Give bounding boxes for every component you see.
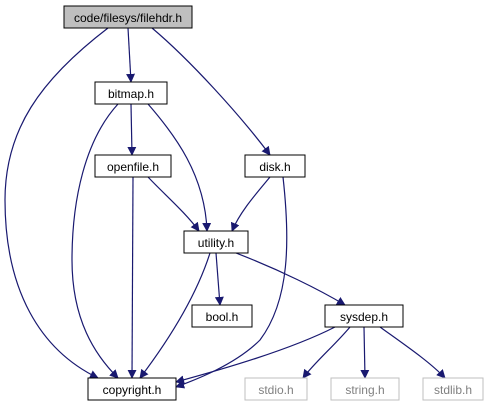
node-box	[183, 230, 249, 254]
node-copyright[interactable]: copyright.h	[87, 377, 177, 401]
edge-openfile-to-copyright	[127, 176, 137, 379]
node-label: bool.h	[206, 310, 239, 324]
node-box	[94, 81, 168, 105]
node-box	[324, 304, 404, 328]
edge-openfile-to-utility	[147, 176, 200, 232]
edge-bitmap-to-utility	[147, 103, 212, 232]
node-box	[87, 377, 177, 401]
edge-bitmap-to-copyright	[71, 103, 119, 379]
edge-disk-to-copyright	[175, 176, 288, 389]
node-label: string.h	[345, 383, 384, 397]
node-box	[422, 377, 484, 401]
node-label: code/filesys/filehdr.h	[74, 11, 182, 25]
node-label: copyright.h	[103, 383, 162, 397]
edge-filehdr-to-copyright	[4, 27, 109, 379]
edge-filehdr-to-bitmap	[126, 27, 136, 83]
node-label: openfile.h	[107, 160, 159, 174]
node-box	[191, 304, 253, 328]
node-filehdr[interactable]: code/filesys/filehdr.h	[63, 5, 193, 29]
node-stdlib[interactable]: stdlib.h	[422, 377, 484, 401]
node-stdio[interactable]: stdio.h	[244, 377, 308, 401]
edge-sysdep-to-string	[360, 326, 370, 379]
node-bool[interactable]: bool.h	[191, 304, 253, 328]
node-openfile[interactable]: openfile.h	[94, 154, 172, 178]
node-label: stdlib.h	[434, 383, 472, 397]
edge-filehdr-to-disk	[151, 27, 271, 156]
edge-utility-to-bool	[214, 252, 224, 306]
nodes-layer: code/filesys/filehdr.h bitmap.h disk.h open…	[63, 5, 484, 401]
edge-utility-to-copyright	[139, 252, 211, 379]
node-utility[interactable]: utility.h	[183, 230, 249, 254]
node-sysdep[interactable]: sysdep.h	[324, 304, 404, 328]
edge-sysdep-to-stdlib	[379, 326, 446, 379]
edge-sysdep-to-copyright	[175, 326, 336, 385]
edge-utility-to-sysdep	[235, 252, 346, 306]
node-box	[330, 377, 400, 401]
node-disk[interactable]: disk.h	[244, 154, 306, 178]
node-box	[63, 5, 193, 29]
edge-bitmap-to-openfile	[127, 103, 137, 156]
node-label: disk.h	[259, 160, 290, 174]
node-box	[244, 154, 306, 178]
node-bitmap[interactable]: bitmap.h	[94, 81, 168, 105]
edge-sysdep-to-stdio	[302, 326, 351, 379]
node-label: bitmap.h	[108, 87, 154, 101]
node-label: utility.h	[198, 236, 234, 250]
edge-disk-to-utility	[230, 176, 271, 232]
node-label: stdio.h	[258, 383, 293, 397]
node-string[interactable]: string.h	[330, 377, 400, 401]
node-box	[244, 377, 308, 401]
edges-layer	[4, 27, 446, 389]
node-box	[94, 154, 172, 178]
node-label: sysdep.h	[340, 310, 388, 324]
